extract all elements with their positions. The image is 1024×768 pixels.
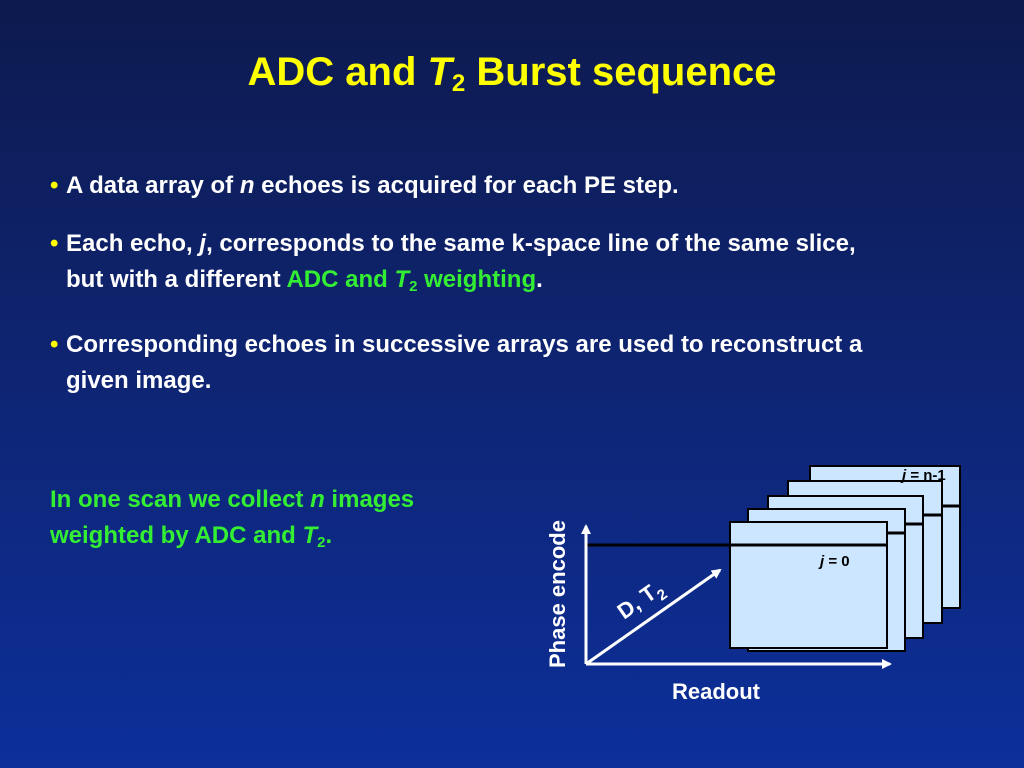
y-axis-label: Phase encode xyxy=(545,520,570,668)
bullet-data-array: • A data array of n echoes is acquired f… xyxy=(48,168,888,204)
bullet-dot-icon: • xyxy=(50,230,59,257)
bullet-echo-weighting: • Each echo, j, corresponds to the same … xyxy=(48,226,888,305)
echo-frame-front xyxy=(729,521,888,649)
diffusion-axis-label: D, T2 xyxy=(613,575,671,628)
bullet-dot-icon: • xyxy=(50,331,59,358)
echo-frame-stack xyxy=(586,465,961,652)
scan-summary-note: In one scan we collect n images weighted… xyxy=(50,486,415,551)
bullet-dot-icon: • xyxy=(50,172,59,199)
bullet-corresponding-echoes: • Corresponding echoes in successive arr… xyxy=(48,327,888,399)
x-axis-label: Readout xyxy=(672,679,761,704)
front-frame-label: j = 0 xyxy=(818,553,850,570)
slide-title: ADC and T2 Burst sequence xyxy=(247,50,777,97)
back-frame-label: j = n-1 xyxy=(900,467,946,484)
diffusion-axis xyxy=(585,568,722,666)
bullet-list: • A data array of n echoes is acquired f… xyxy=(48,168,888,421)
